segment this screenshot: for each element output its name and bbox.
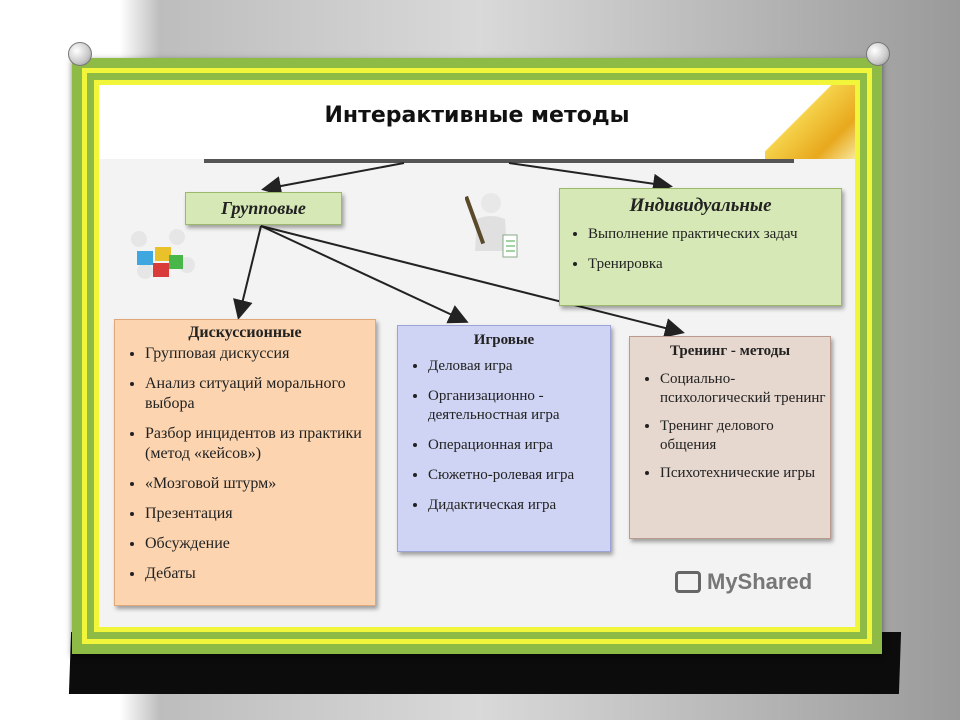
node-discussion: Дискуссионные Групповая дискуссия Анализ… bbox=[114, 319, 376, 606]
list-item: Разбор инцидентов из практики (метод «ке… bbox=[145, 424, 375, 464]
node-group: Групповые bbox=[185, 192, 342, 225]
list-item: Психотехнические игры bbox=[660, 464, 830, 483]
edge-title-group bbox=[261, 162, 405, 196]
list-item: Анализ ситуаций морального выбора bbox=[145, 374, 375, 414]
list-item: Обсуждение bbox=[145, 534, 375, 554]
edge-group-game bbox=[260, 225, 469, 324]
node-game-label: Игровые bbox=[473, 332, 535, 348]
list-item: Организационно - деятельностная игра bbox=[428, 387, 610, 425]
edge-group-training bbox=[260, 225, 685, 338]
title-underline bbox=[204, 159, 794, 163]
outer-yellow-border bbox=[82, 68, 872, 644]
node-training-label: Тренинг - методы bbox=[669, 343, 791, 359]
node-training: Тренинг - методы Социально-психологическ… bbox=[629, 336, 831, 539]
list-item: Дидактическая игра bbox=[428, 496, 610, 515]
list-item: Социально-психологический тренинг bbox=[660, 370, 830, 408]
connector-arrows bbox=[233, 162, 685, 338]
node-individual-label: Индивидуальные bbox=[629, 195, 772, 216]
teamwork-puzzle-icon bbox=[131, 229, 195, 279]
list-item: «Мозговой штурм» bbox=[145, 474, 375, 494]
list-item: Тренировка bbox=[588, 253, 841, 275]
edge-group-discussion bbox=[233, 225, 262, 320]
node-discussion-label: Дискуссионные bbox=[188, 324, 302, 341]
list-item: Тренинг делового общения bbox=[660, 417, 830, 455]
list-item: Деловая игра bbox=[428, 357, 610, 376]
person-with-pen-icon bbox=[465, 193, 518, 258]
page-curl-decoration bbox=[765, 85, 855, 159]
title-banner bbox=[99, 85, 855, 159]
list-item: Групповая дискуссия bbox=[145, 344, 375, 364]
node-individual: Индивидуальные Выполнение практических з… bbox=[559, 188, 842, 306]
slide-canvas: Интерактивные методы bbox=[94, 80, 860, 632]
presentation-icon bbox=[675, 571, 701, 593]
watermark-text: MyShared bbox=[707, 569, 813, 594]
list-item: Презентация bbox=[145, 504, 375, 524]
node-game: Игровые Деловая игра Организационно - де… bbox=[397, 325, 611, 552]
list-item: Выполнение практических задач bbox=[588, 223, 841, 245]
myshared-watermark: MyShared bbox=[675, 569, 812, 595]
node-group-label: Групповые bbox=[221, 198, 306, 218]
slide-frame: Интерактивные методы bbox=[72, 58, 882, 654]
pin-right-icon bbox=[866, 42, 890, 66]
pin-left-icon bbox=[68, 42, 92, 66]
list-item: Операционная игра bbox=[428, 436, 610, 455]
list-item: Сюжетно-ролевая игра bbox=[428, 466, 610, 485]
list-item: Дебаты bbox=[145, 564, 375, 584]
slide-title: Интерактивные методы bbox=[324, 103, 630, 128]
edge-title-individual bbox=[508, 162, 673, 194]
